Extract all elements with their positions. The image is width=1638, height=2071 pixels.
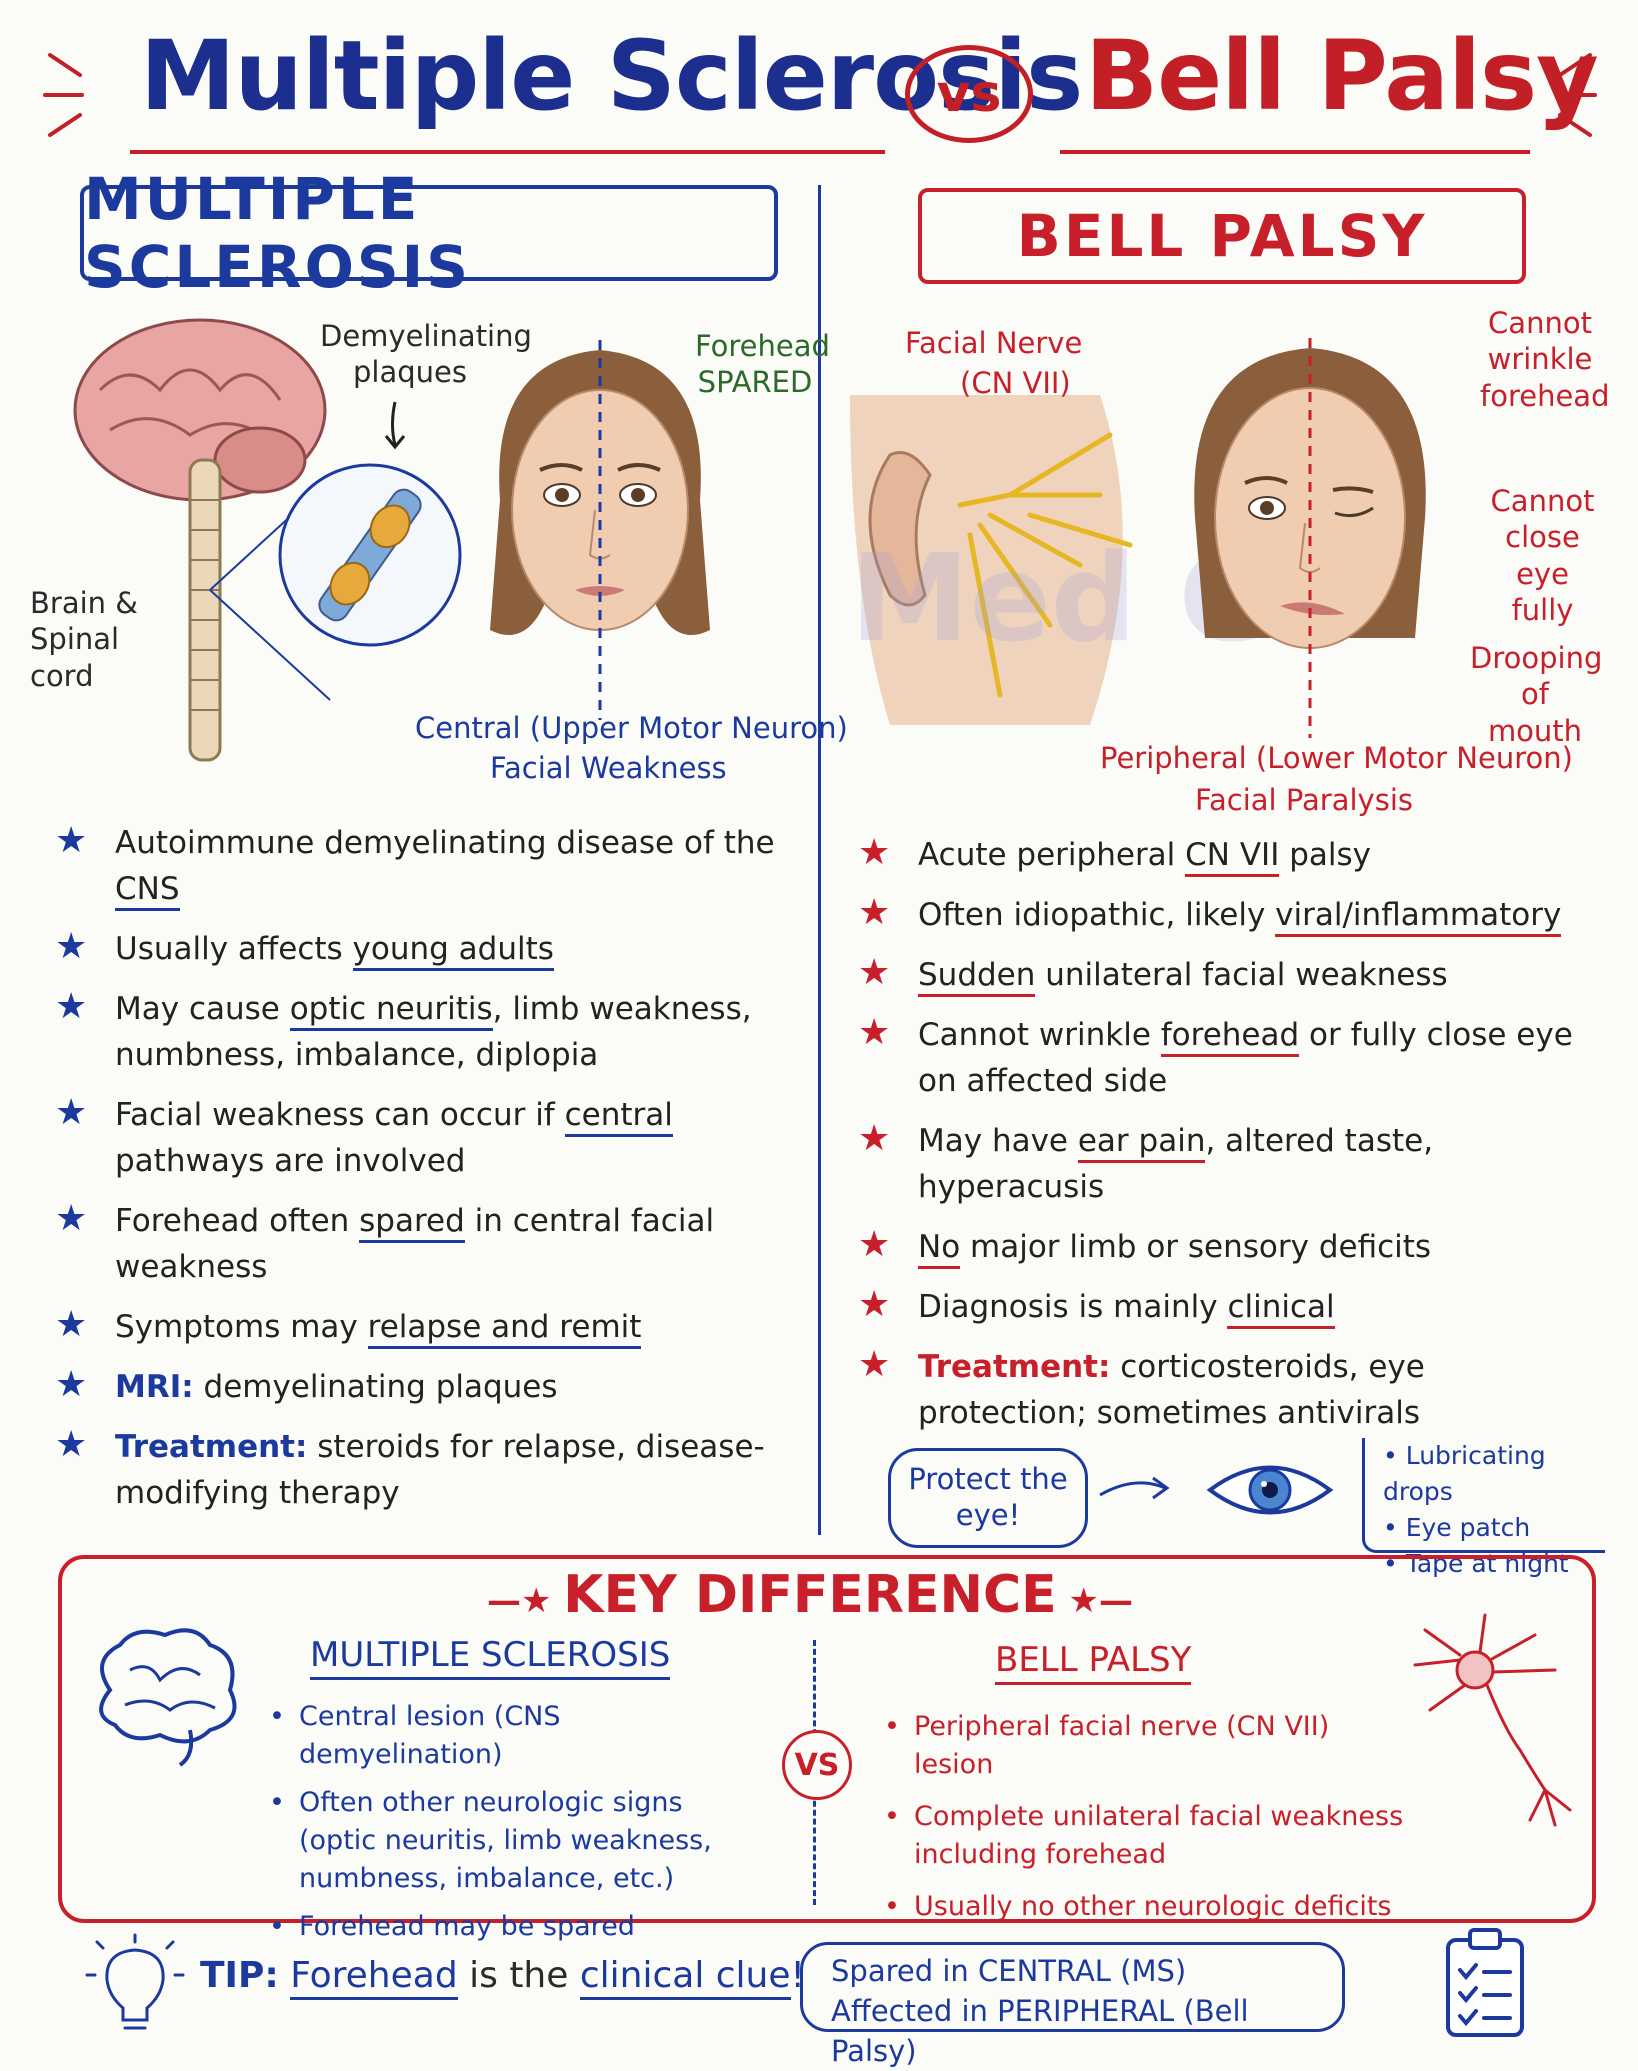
list-item: Complete unilateral facial weakness incl… xyxy=(880,1798,1410,1874)
list-item: ★Often idiopathic, likely viral/inflamma… xyxy=(858,892,1578,938)
title-right-deco xyxy=(1540,40,1600,144)
bp-face-illustration xyxy=(1175,318,1445,742)
eye-icon xyxy=(1205,1450,1335,1534)
protect-eye-bubble: Protect the eye! xyxy=(888,1448,1088,1548)
list-item: Central lesion (CNS demyelination) xyxy=(265,1698,765,1774)
kd-ms-header: MULTIPLE SCLEROSIS xyxy=(310,1635,671,1680)
star-icon: ★ xyxy=(55,1198,88,1239)
brain-spinal-cord-illustration xyxy=(40,310,340,774)
list-item: ★Acute peripheral CN VII palsy xyxy=(858,832,1578,878)
star-icon: ★ xyxy=(55,820,88,861)
ms-section-header: MULTIPLE SCLEROSIS xyxy=(80,165,778,301)
ms-face-caption-2: Facial Weakness xyxy=(490,751,727,785)
brain-outline-icon xyxy=(80,1620,250,1774)
list-item: ★May have ear pain, altered taste, hyper… xyxy=(858,1118,1434,1205)
star-icon: ★ xyxy=(55,1092,88,1133)
kd-vs-badge: VS xyxy=(782,1730,852,1800)
label-cannot-wrinkle-forehead: Cannot wrinkle forehead xyxy=(1480,306,1610,413)
title-vs-badge: vs xyxy=(905,45,1033,143)
star-icon: ★ xyxy=(55,1304,88,1345)
star-icon: ★ xyxy=(858,892,891,933)
star-icon: ★ xyxy=(858,1284,891,1325)
list-item: Usually no other neurologic deficits xyxy=(880,1888,1410,1926)
ms-face-illustration xyxy=(470,320,730,724)
lightbulb-icon xyxy=(85,1930,185,2044)
arrow-right-icon xyxy=(1095,1470,1175,1514)
title-left-deco xyxy=(40,40,100,144)
list-item: ★Cannot wrinkle forehead or fully close … xyxy=(858,1012,1573,1099)
list-item: ★Autoimmune demyelinating disease of the… xyxy=(55,820,775,912)
clipboard-checklist-icon xyxy=(1440,1925,1530,2044)
star-icon: ★ xyxy=(858,1224,891,1265)
list-item: ★Treatment: corticosteroids, eye protect… xyxy=(858,1344,1425,1431)
list-item: Peripheral facial nerve (CN VII) lesion xyxy=(880,1708,1410,1784)
eye-care-list: Lubricating drops Eye patch Tape at nigh… xyxy=(1362,1438,1605,1578)
list-item: ★MRI: demyelinating plaques xyxy=(55,1364,775,1410)
star-icon: ★ xyxy=(55,1364,88,1405)
star-icon: —★ xyxy=(486,1581,564,1621)
ms-bullet-list: ★Autoimmune demyelinating disease of the… xyxy=(55,820,775,1516)
list-item: ★Symptoms may relapse and remit xyxy=(55,1304,775,1350)
summary-line-peripheral: Affected in PERIPHERAL (Bell Palsy) xyxy=(831,1994,1249,2068)
kd-ms-list: Central lesion (CNS demyelination) Often… xyxy=(265,1698,765,1946)
list-item: ★Treatment: steroids for relapse, diseas… xyxy=(55,1424,765,1511)
list-item: ★Facial weakness can occur if central pa… xyxy=(55,1092,673,1179)
label-forehead-spared: Forehead SPARED xyxy=(695,329,830,400)
title-underline-left xyxy=(130,150,885,154)
list-item: Tape at night xyxy=(1383,1546,1605,1582)
summary-box: Spared in CENTRAL (MS) Affected in PERIP… xyxy=(800,1942,1345,2068)
ms-face-caption-1: Central (Upper Motor Neuron) xyxy=(415,711,848,745)
label-brain-spinal-cord: Brain & Spinal cord xyxy=(30,586,138,693)
kd-bp-header: BELL PALSY xyxy=(995,1640,1192,1685)
label-cannot-close-eye: Cannot close eye fully xyxy=(1490,484,1595,627)
star-icon: ★ xyxy=(55,926,88,967)
list-item: ★Forehead often spared in central facial… xyxy=(55,1198,715,1285)
list-item: ★No major limb or sensory deficits xyxy=(858,1224,1578,1270)
star-icon: ★ xyxy=(858,1344,891,1385)
list-item: Eye patch xyxy=(1383,1510,1605,1546)
label-drooping-mouth: Drooping of mouth xyxy=(1470,641,1603,748)
star-icon: ★ xyxy=(55,1424,88,1465)
list-item: Lubricating drops xyxy=(1383,1438,1605,1510)
label-demyelinating-plaques: Demyelinating plaques xyxy=(320,319,532,390)
star-icon: ★ xyxy=(858,1012,891,1053)
list-item: ★Sudden unilateral facial weakness xyxy=(858,952,1578,998)
list-item: ★Diagnosis is mainly clinical xyxy=(858,1284,1578,1330)
label-cn-vii: (CN VII) xyxy=(960,366,1071,400)
label-facial-nerve: Facial Nerve xyxy=(905,326,1083,360)
star-icon: ★ xyxy=(858,952,891,993)
list-item: ★Usually affects young adults xyxy=(55,926,775,972)
center-divider xyxy=(818,185,821,1535)
kd-bp-list: Peripheral facial nerve (CN VII) lesion … xyxy=(880,1708,1410,1926)
neuron-icon xyxy=(1405,1610,1575,1834)
summary-line-central: Spared in CENTRAL (MS) xyxy=(831,1954,1187,1988)
list-item: ★May cause optic neuritis, limb weakness… xyxy=(55,986,752,1073)
key-difference-title: —★ KEY DIFFERENCE ★— xyxy=(486,1565,1134,1625)
bp-face-caption-2: Facial Paralysis xyxy=(1195,783,1413,817)
star-icon: ★— xyxy=(1056,1581,1134,1621)
title-underline-right xyxy=(1060,150,1530,154)
arrow-icon xyxy=(380,400,410,454)
bp-bullet-list: ★Acute peripheral CN VII palsy ★Often id… xyxy=(858,832,1578,1436)
list-item: Often other neurologic signs (optic neur… xyxy=(265,1784,765,1898)
tip-line: TIP: Forehead is the clinical clue! xyxy=(200,1955,805,2000)
star-icon: ★ xyxy=(55,986,88,1027)
star-icon: ★ xyxy=(858,1118,891,1159)
bp-face-caption-1: Peripheral (Lower Motor Neuron) xyxy=(1100,741,1573,775)
facial-nerve-illustration xyxy=(850,395,1150,729)
axon-magnifier xyxy=(275,450,465,664)
key-difference-panel xyxy=(58,1555,1596,1923)
bp-section-header: BELL PALSY xyxy=(918,188,1526,284)
title-bell-palsy: Bell Palsy xyxy=(1085,20,1599,132)
list-item: Forehead may be spared xyxy=(265,1908,765,1946)
star-icon: ★ xyxy=(858,832,891,873)
